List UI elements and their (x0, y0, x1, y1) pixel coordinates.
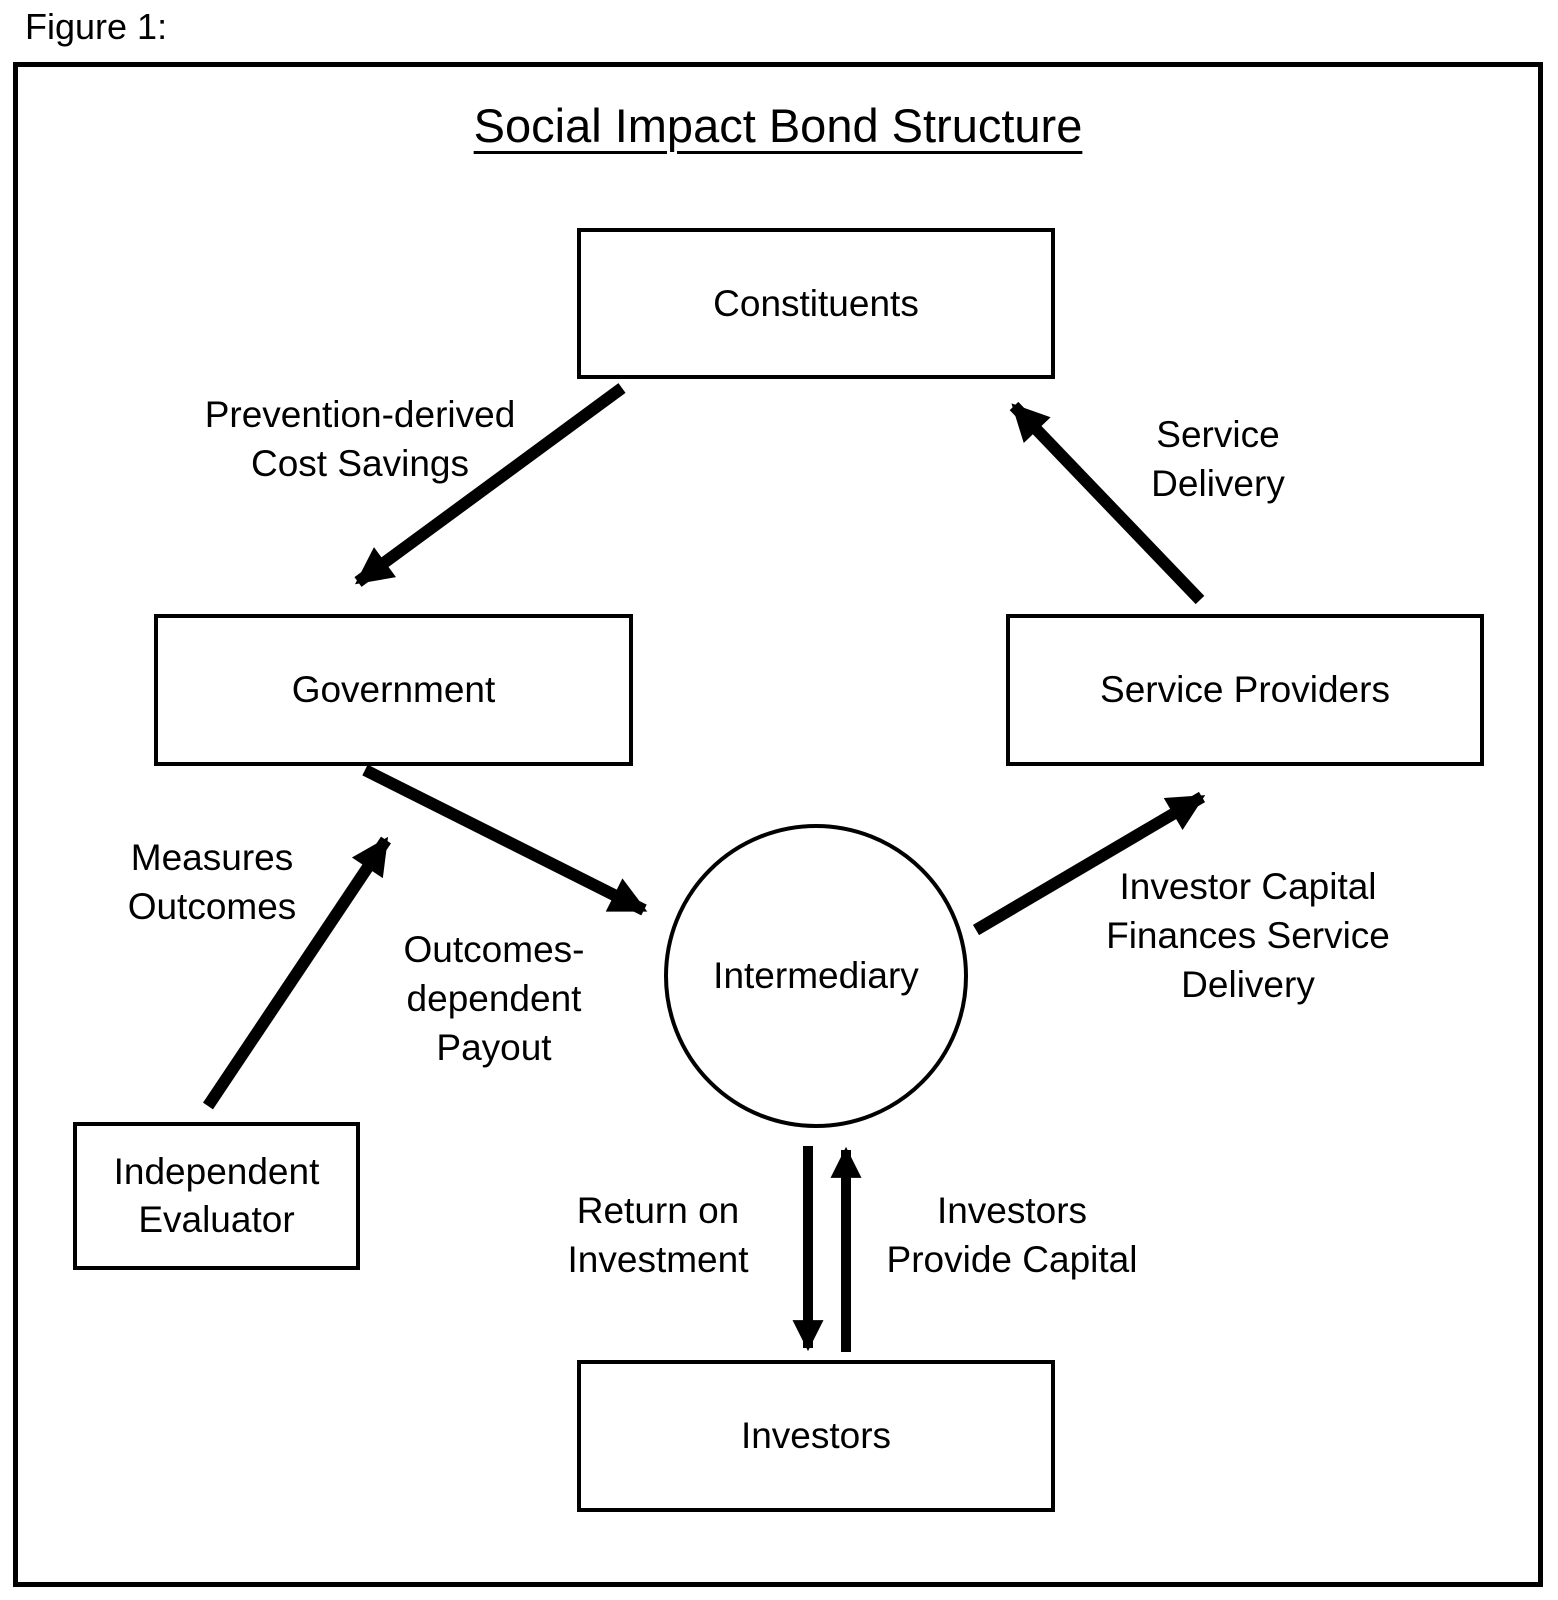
edge-label-investors-provide-capital: Investors Provide Capital (886, 1190, 1138, 1280)
node-intermediary: Intermediary (664, 824, 968, 1128)
edge-label-outcomes-dependent-payout: Outcomes- dependent Payout (403, 929, 585, 1068)
node-independent-evaluator-label: Independent Evaluator (113, 1151, 320, 1240)
node-investors: Investors (577, 1360, 1055, 1512)
node-investors-label: Investors (740, 1415, 892, 1456)
diagram-title: Social Impact Bond Structure (473, 99, 1083, 152)
edge-label-investor-capital-finances: Investor Capital Finances Service Delive… (1106, 866, 1390, 1005)
node-service-providers-label: Service Providers (1100, 669, 1390, 710)
edge-label-measures-outcomes: Measures Outcomes (127, 837, 297, 927)
node-independent-evaluator: Independent Evaluator (73, 1122, 360, 1270)
node-constituents: Constituents (577, 228, 1055, 379)
node-service-providers: Service Providers (1006, 614, 1484, 766)
figure-number-label: Figure 1: (25, 6, 168, 47)
edge-label-prevention-cost-savings: Prevention-derived Cost Savings (204, 394, 516, 484)
node-government: Government (154, 614, 633, 766)
node-intermediary-label: Intermediary (713, 955, 919, 996)
node-government-label: Government (291, 669, 496, 710)
edge-label-service-delivery: Service Delivery (1151, 414, 1285, 504)
edge-label-return-on-investment: Return on Investment (567, 1190, 749, 1280)
node-constituents-label: Constituents (713, 282, 919, 324)
